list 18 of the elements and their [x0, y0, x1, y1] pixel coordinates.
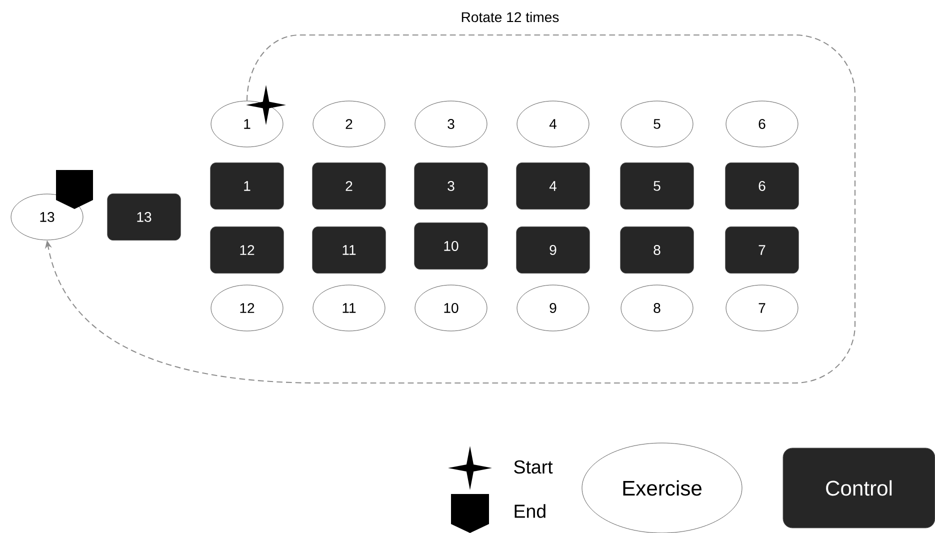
dashed-arrow [44, 34, 856, 384]
control-box: 10 [414, 222, 488, 270]
control-box: 3 [414, 162, 488, 210]
control-box: 8 [620, 226, 694, 274]
control-box: 2 [312, 162, 386, 210]
legend-label: Start [514, 460, 553, 474]
control-box: 4 [516, 162, 590, 210]
control-box: 1 [210, 162, 284, 210]
control-box: 12 [210, 226, 284, 274]
control-box: 7 [725, 226, 799, 274]
control-box: Control [782, 448, 935, 528]
legend-label: End [514, 504, 546, 518]
edge-label: Rotate 12 times [462, 12, 559, 22]
control-box: 11 [312, 226, 386, 274]
control-box: 6 [725, 162, 799, 210]
control-box: 13 [107, 193, 181, 241]
control-box: 9 [516, 226, 590, 274]
control-box: 5 [620, 162, 694, 210]
